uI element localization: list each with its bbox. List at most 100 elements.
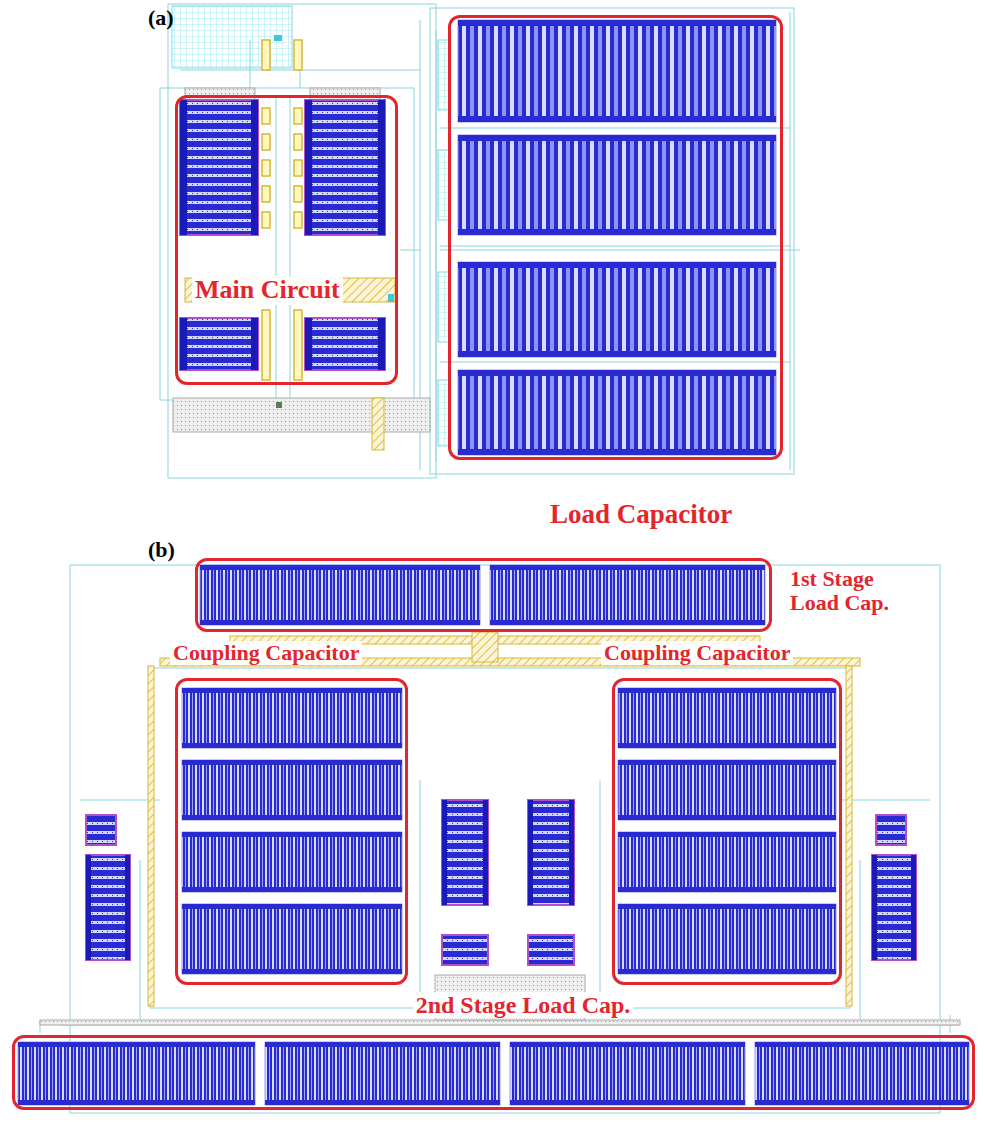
region-label: Main Circuit <box>192 276 343 305</box>
cap-bus <box>510 1100 745 1105</box>
cap-bus <box>490 620 765 625</box>
transistor-array <box>180 88 385 370</box>
cap-bus <box>265 1042 500 1047</box>
transistor <box>528 935 574 965</box>
diffusion-bar <box>180 318 187 370</box>
poly-strip <box>372 398 384 450</box>
via <box>274 35 282 41</box>
cap-bus <box>200 565 480 570</box>
cap-bus <box>182 887 402 892</box>
cap-fingers <box>510 1042 745 1105</box>
diffusion-bar <box>125 855 130 960</box>
cap-bus <box>458 449 776 455</box>
routing-line <box>168 4 436 478</box>
region-label: Coupling Capacitor <box>601 641 793 665</box>
transistor <box>305 318 385 370</box>
cap-bus <box>458 116 776 122</box>
transistor-array <box>86 800 916 965</box>
cap-bus <box>618 743 836 748</box>
cap-bus <box>182 815 402 820</box>
transistor <box>180 100 258 235</box>
diffusion-bar <box>528 800 533 905</box>
cap-bus <box>755 1100 969 1105</box>
cap-fingers <box>490 565 765 625</box>
diffusion-bar <box>483 800 488 905</box>
contact <box>294 310 302 380</box>
cap-bus <box>618 760 836 765</box>
transistor <box>442 800 488 905</box>
routing-line <box>70 565 940 1113</box>
transistor <box>180 318 258 370</box>
cap-bus <box>182 743 402 748</box>
cap-bus <box>200 620 480 625</box>
diffusion-bar <box>86 855 91 960</box>
cap-fingers <box>458 370 776 455</box>
cap-bus <box>182 832 402 837</box>
diffusion-bar <box>442 800 447 905</box>
contact <box>262 212 270 228</box>
cap-bus <box>458 135 776 141</box>
transistor <box>876 815 906 845</box>
cap-bus <box>618 688 836 693</box>
diffusion-bar <box>305 100 312 235</box>
region-box: 2nd Stage Load Cap. <box>12 1035 975 1110</box>
cap-bus <box>458 262 776 268</box>
cap-fingers <box>458 135 776 235</box>
cap-fingers <box>618 904 836 974</box>
cap-bus <box>182 760 402 765</box>
capacitor-array <box>200 565 765 625</box>
panel-label: (b) <box>148 538 175 562</box>
contact <box>294 160 302 176</box>
cap-fingers <box>618 832 836 892</box>
contact <box>262 160 270 176</box>
pad-area <box>173 398 430 432</box>
region-box: Load Capacitor <box>448 15 783 460</box>
routing-lines <box>160 4 800 478</box>
diffusion-bar <box>378 100 385 235</box>
routing-line <box>160 88 414 400</box>
diffusion-bar <box>180 100 187 235</box>
contact-strip <box>185 88 255 100</box>
cap-fingers <box>265 1042 500 1105</box>
region-label: 2nd Stage Load Cap. <box>413 992 634 1018</box>
contact <box>294 40 302 70</box>
cap-bus <box>618 815 836 820</box>
region-label: Coupling Capacitor <box>170 641 362 665</box>
cap-bus <box>618 887 836 892</box>
cap-bus <box>510 1042 745 1047</box>
contact-group <box>262 40 302 380</box>
transistor <box>305 100 385 235</box>
diffusion-bar <box>569 800 574 905</box>
cap-bus <box>490 565 765 570</box>
diffusion-bar <box>378 318 385 370</box>
poly-route <box>846 666 852 1006</box>
panel-label: (a) <box>148 6 174 30</box>
cap-fingers <box>618 760 836 820</box>
diffusion-bar <box>872 855 877 960</box>
contact <box>262 186 270 202</box>
cap-bus <box>618 969 836 974</box>
cap-bus <box>458 370 776 376</box>
cap-fingers <box>618 688 836 748</box>
bus-line <box>40 1020 960 1025</box>
contact <box>294 108 302 124</box>
metal-fill <box>172 6 292 68</box>
transistor <box>442 935 488 965</box>
capacitor-array <box>18 1042 969 1105</box>
transistor <box>528 800 574 905</box>
region-box: Main Circuit <box>175 95 398 385</box>
diffusion-bar <box>251 318 258 370</box>
diffusion-bar <box>305 318 312 370</box>
cap-fingers <box>458 20 776 122</box>
transistor <box>86 815 116 845</box>
cap-bus <box>18 1100 255 1105</box>
cap-bus <box>182 688 402 693</box>
via <box>276 402 282 408</box>
cap-bus <box>182 904 402 909</box>
diffusion-bar <box>251 100 258 235</box>
routing-line <box>430 8 794 474</box>
region-label: Load Capacitor <box>547 500 735 530</box>
routing-line <box>40 780 960 1033</box>
capacitor-array <box>182 688 836 974</box>
